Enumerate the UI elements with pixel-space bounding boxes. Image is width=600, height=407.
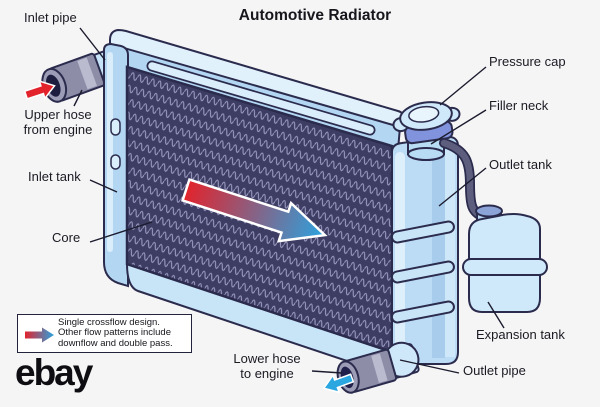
label-filler-neck: Filler neck	[489, 98, 549, 113]
leader-upper-hose	[73, 89, 83, 107]
leader-core	[89, 221, 153, 243]
leader-inlet-pipe	[79, 27, 106, 61]
legend: Single crossflow design. Other flow patt…	[17, 314, 192, 353]
leader-lower-hose	[311, 370, 343, 374]
label-expansion-tank: Expansion tank	[476, 327, 565, 342]
leader-outlet-tank	[438, 167, 487, 207]
outlet-tank-graphic	[390, 134, 464, 365]
label-lower-hose: Lower hose to engine	[224, 351, 310, 382]
legend-line3: downflow and double pass.	[58, 337, 173, 349]
leader-pressure-cap	[439, 66, 487, 106]
label-upper-hose-line2: from engine	[23, 121, 93, 137]
legend-line2: Other flow patterns include	[58, 327, 172, 339]
upper-hose-graphic	[23, 47, 126, 103]
inlet-tank-graphic	[103, 42, 129, 288]
label-pressure-cap: Pressure cap	[489, 54, 566, 69]
legend-text: Single crossflow design. Other flow patt…	[58, 317, 173, 349]
label-upper-hose-line1: Upper hose	[24, 107, 92, 122]
legend-line1: Single crossflow design.	[58, 317, 160, 328]
label-upper-hose: Upper hose from engine	[13, 107, 103, 138]
ebay-logo: ebay	[15, 352, 93, 393]
leader-filler-neck	[430, 109, 487, 145]
leader-expansion-tank	[487, 301, 505, 329]
page-title: Automotive Radiator	[238, 7, 392, 24]
label-lower-hose-line1: Lower hose	[233, 351, 301, 366]
label-inlet-tank: Inlet tank	[28, 169, 81, 184]
label-inlet-pipe: Inlet pipe	[24, 10, 77, 25]
leader-outlet-pipe	[399, 359, 460, 374]
coolant-flow-arrow-icon	[181, 177, 328, 243]
outlet-tank-ribs-graphic	[390, 220, 455, 324]
leader-lines	[73, 27, 505, 374]
flow-arrow-icon	[25, 327, 54, 343]
label-lower-hose-line2: to engine	[240, 365, 294, 381]
leader-inlet-tank	[89, 179, 118, 193]
coolant-out-arrow-icon	[322, 373, 355, 394]
label-outlet-tank: Outlet tank	[489, 157, 552, 172]
hot-coolant-in-arrow-icon	[23, 80, 56, 100]
label-core: Core	[52, 230, 81, 245]
label-outlet-pipe: Outlet pipe	[463, 363, 526, 378]
expansion-tank-graphic	[462, 204, 548, 313]
